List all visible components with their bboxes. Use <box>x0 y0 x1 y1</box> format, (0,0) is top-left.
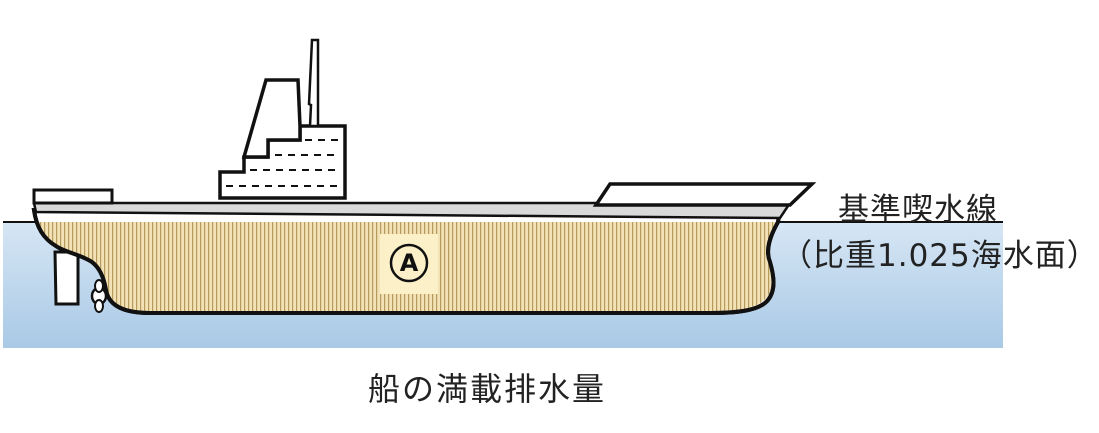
waterline-subtitle: （比重1.025海水面） <box>781 238 1099 274</box>
hull-stroke <box>31 208 783 315</box>
stern-deck-block <box>32 188 114 205</box>
mast <box>307 38 320 128</box>
propeller <box>90 279 108 313</box>
funnel <box>241 78 302 159</box>
displacement-marker-letter: A <box>399 249 419 277</box>
waterline-title: 基準喫水線 <box>838 192 998 228</box>
forecastle <box>592 182 817 207</box>
rudder <box>53 250 80 306</box>
diagram-caption: 船の満載排水量 <box>368 370 607 408</box>
displacement-marker-circle <box>389 243 429 283</box>
